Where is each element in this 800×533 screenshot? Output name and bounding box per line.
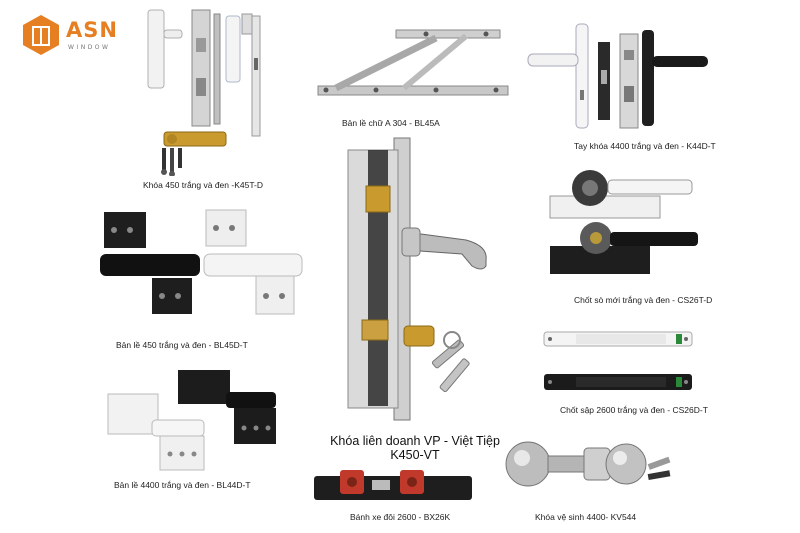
latch-cs26d-image: [543, 331, 693, 390]
caption-bx26k: Bánh xe đôi 2600 - BX26K: [350, 512, 451, 522]
hinge-bl45a-image: [317, 29, 509, 96]
caption-k44d: Tay khóa 4400 trắng và đen - K44D-T: [574, 141, 716, 151]
caption-k45t: Khóa 450 trắng và đen -K45T-D: [143, 180, 264, 190]
caption-cs26t: Chốt sò mới trắng và đen - CS26T-D: [574, 295, 713, 305]
featured-caption-line2: K450-VT: [390, 448, 440, 462]
handle-k44d-image: [527, 23, 708, 129]
caption-bl44d: Bản lề 4400 trắng và đen - BL44D-T: [114, 480, 251, 490]
caption-cs26d: Chốt sập 2600 trắng và đen - CS26D-T: [560, 405, 708, 415]
caption-bl45a: Bản lề chữ A 304 - BL45A: [342, 118, 440, 128]
lock-k450vt-image: [347, 137, 487, 421]
caption-kv544: Khóa vệ sinh 4400- KV544: [535, 512, 637, 522]
hinge-bl44d-image: [107, 370, 276, 471]
hinge-bl45d-image: [100, 209, 303, 315]
featured-caption: Khóa liên doanh VP - Việt Tiệp K450-VT: [320, 434, 510, 462]
logo: ASN WINDOW: [22, 14, 132, 60]
logo-mark-icon: [23, 15, 59, 55]
lock-k45t-image: [147, 9, 261, 176]
featured-caption-line1: Khóa liên doanh VP - Việt Tiệp: [330, 434, 500, 448]
latch-cs26t-image: [549, 170, 698, 274]
logo-tagline: WINDOW: [68, 44, 111, 51]
logo-name: ASN: [66, 18, 118, 42]
knob-kv544-image: [505, 441, 671, 487]
roller-bx26k-image: [314, 470, 472, 500]
caption-bl45d: Bản lề 450 trắng và đen - BL45D-T: [116, 340, 248, 350]
